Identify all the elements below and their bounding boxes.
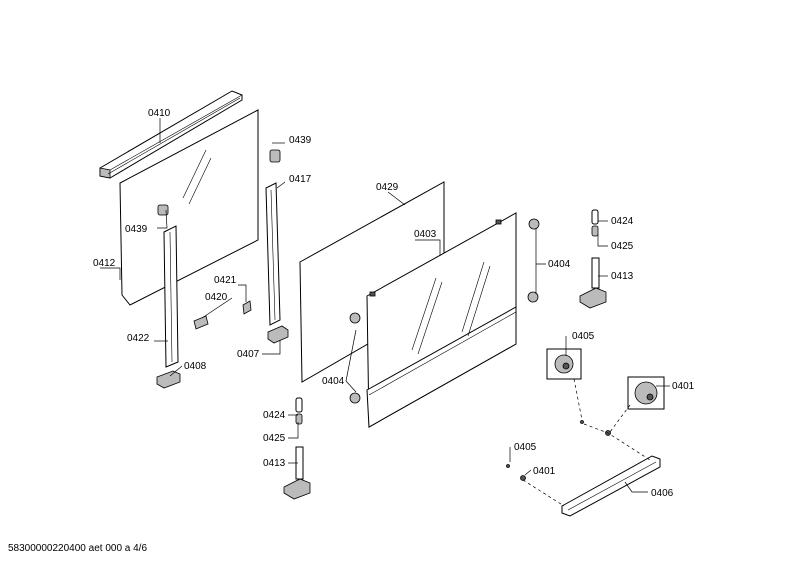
label-0422: 0422	[127, 333, 150, 344]
part-0403-outer-door[interactable]	[366, 212, 517, 428]
label-0404-left: 0404	[322, 376, 345, 387]
label-0403: 0403	[414, 229, 437, 240]
label-0439-lower: 0439	[125, 224, 148, 235]
part-0401-screw-lower[interactable]	[520, 475, 526, 481]
part-0439-clip-lower[interactable]	[157, 204, 169, 216]
part-0408-hinge[interactable]	[156, 370, 181, 389]
label-0412: 0412	[93, 258, 116, 269]
label-0420: 0420	[205, 292, 228, 303]
label-0401-lower: 0401	[533, 466, 556, 477]
part-0413-hinge-left[interactable]	[283, 446, 311, 500]
label-0405-upper: 0405	[572, 331, 595, 342]
part-0425-sleeve-right[interactable]	[591, 225, 599, 237]
part-0439-clip-upper[interactable]	[269, 149, 281, 163]
part-0413-hinge-right[interactable]	[579, 257, 607, 309]
label-0413-left: 0413	[263, 458, 286, 469]
label-0410: 0410	[148, 108, 171, 119]
label-0401-upper: 0401	[672, 381, 695, 392]
document-id-footer: 58300000220400 aet 000 a 4/6	[8, 543, 148, 554]
part-0404-grommets[interactable]	[349, 218, 540, 404]
label-0425-right: 0425	[611, 241, 634, 252]
label-0408: 0408	[184, 361, 207, 372]
label-0424-left: 0424	[263, 410, 286, 421]
label-0421: 0421	[214, 275, 237, 286]
label-0439-upper: 0439	[289, 135, 312, 146]
part-0425-sleeve-left[interactable]	[295, 413, 303, 425]
part-0417-side-rail[interactable]	[265, 182, 281, 326]
part-0407-hinge[interactable]	[267, 325, 289, 344]
part-0410-trim-strip[interactable]	[99, 90, 243, 179]
label-0429: 0429	[376, 182, 399, 193]
label-0413-right: 0413	[611, 271, 634, 282]
part-0401-detail-box[interactable]	[627, 376, 665, 410]
part-0421-bracket[interactable]	[242, 300, 252, 315]
label-0407: 0407	[237, 349, 260, 360]
part-0422-side-rail[interactable]	[163, 225, 179, 368]
label-0404-right: 0404	[548, 259, 571, 270]
label-0424-right: 0424	[611, 216, 634, 227]
part-0424-pin-right[interactable]	[591, 209, 599, 225]
label-0417: 0417	[289, 174, 312, 185]
label-0425-left: 0425	[263, 433, 286, 444]
part-0420-bracket[interactable]	[193, 315, 209, 330]
part-0424-pin-left[interactable]	[295, 397, 303, 413]
part-0406-handle[interactable]	[561, 455, 661, 517]
label-0405-lower: 0405	[514, 442, 537, 453]
part-0405-detail-box[interactable]	[546, 348, 582, 380]
part-0405-screw[interactable]	[580, 420, 584, 424]
part-0405-screw-lower[interactable]	[506, 464, 510, 468]
label-0406: 0406	[651, 488, 674, 499]
part-0412-inner-glass[interactable]	[119, 109, 259, 306]
